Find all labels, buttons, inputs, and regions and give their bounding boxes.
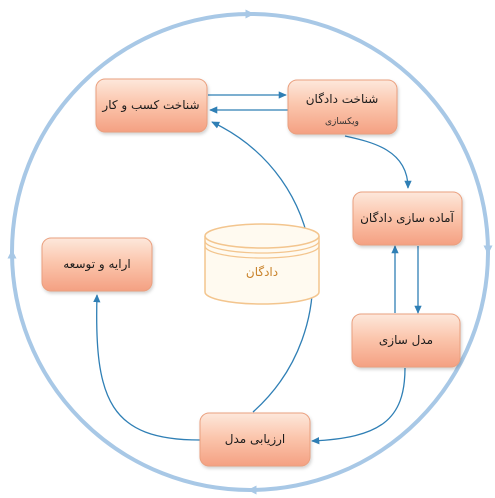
node-data-preparation: آماده سازی دادگان [352, 191, 463, 246]
arrow-evaluation-to-deployment [93, 294, 201, 441]
node-business-understanding: شناخت کسب و کار [95, 78, 208, 133]
arrow-modeling-to-evaluation [311, 367, 406, 445]
arrow-data-to-preparation [344, 135, 412, 189]
node-data-understanding-sublabel: ویکسازی [325, 117, 359, 127]
node-deployment-label: ارایه و توسعه [63, 257, 130, 272]
node-business-understanding-label: شناخت کسب و کار [101, 98, 199, 113]
node-evaluation: ارزیابی مدل [199, 412, 311, 467]
node-modeling-label: مدل سازی [379, 333, 433, 348]
node-deployment: ارایه و توسعه [41, 237, 153, 292]
node-modeling: مدل سازی [351, 313, 461, 368]
node-evaluation-label: ارزیابی مدل [225, 432, 286, 447]
node-data-understanding: شناخت دادگان ویکسازی [287, 79, 398, 135]
outer-cycle [7, 9, 493, 495]
database-cylinder: دادگان [204, 223, 320, 305]
node-data-understanding-label: شناخت دادگان [306, 92, 379, 106]
database-label: دادگان [246, 265, 278, 279]
node-data-preparation-label: آماده سازی دادگان [360, 210, 454, 226]
